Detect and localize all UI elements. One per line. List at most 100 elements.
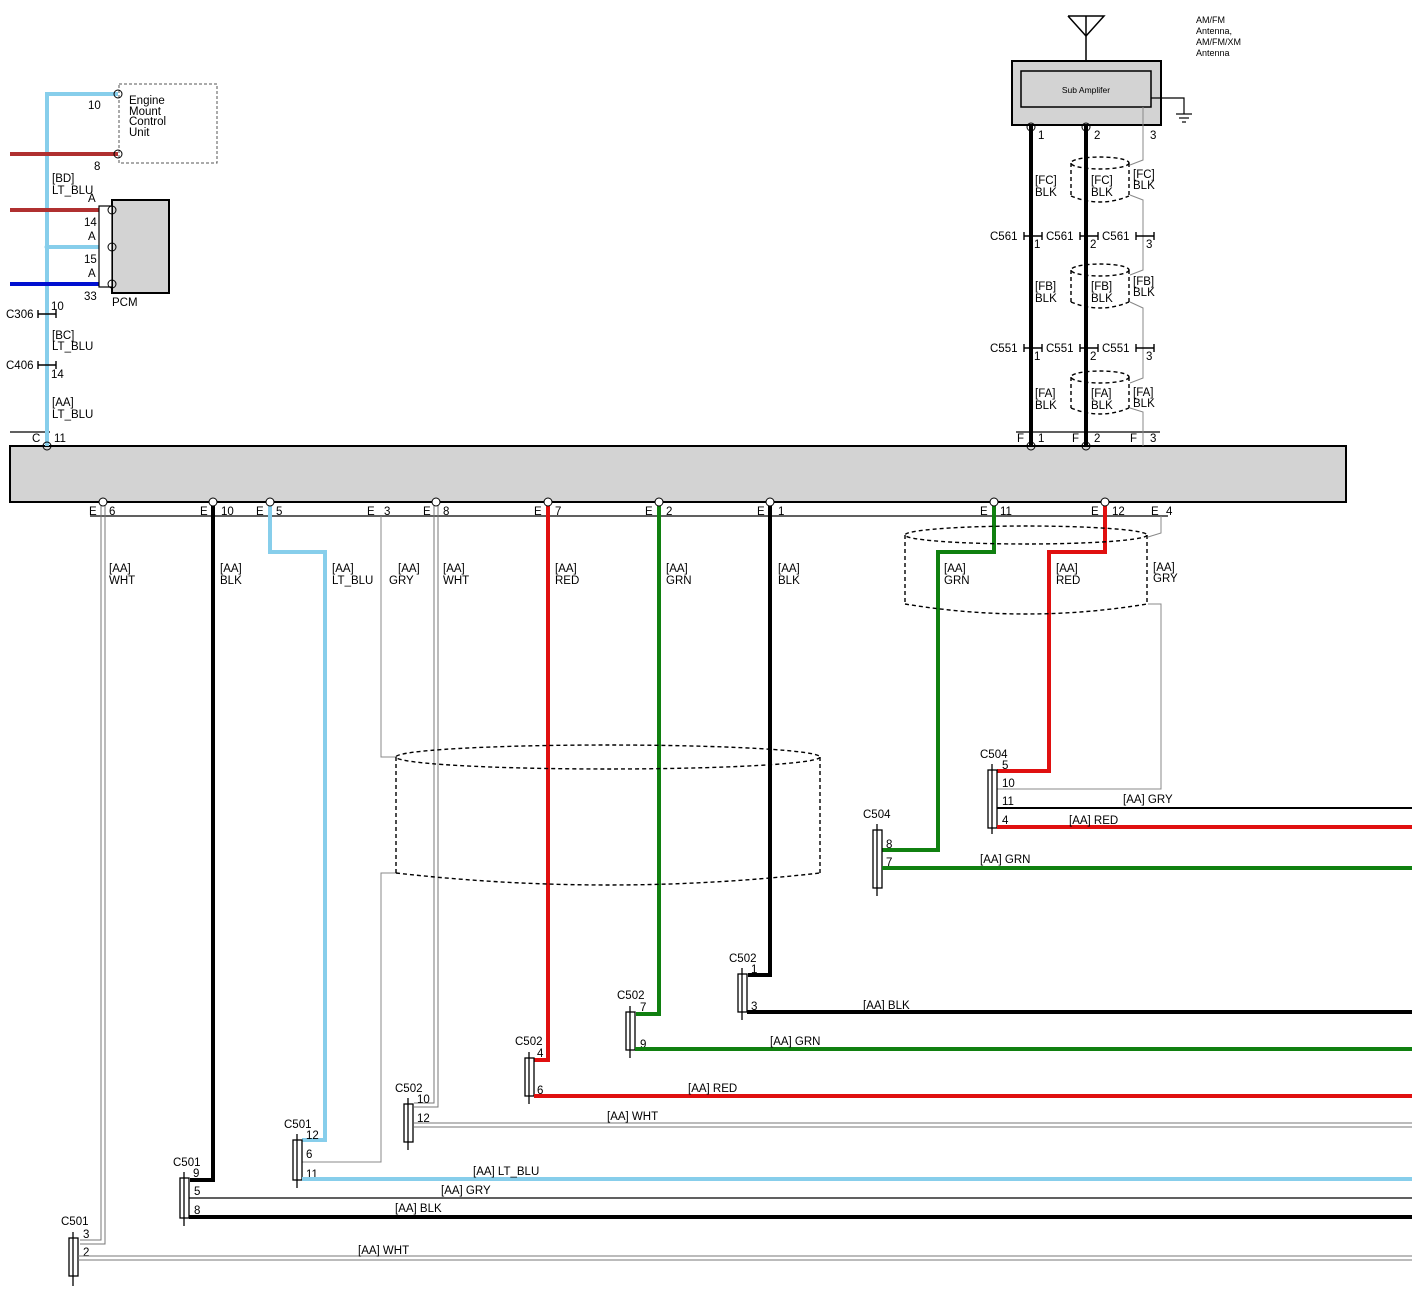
- wire-aa-gry-e4-lower: [997, 603, 1162, 790]
- bc-code: [BC]: [52, 330, 74, 342]
- drop-label-7a: [AA]: [778, 563, 800, 575]
- e-pin-2: 2: [666, 506, 672, 518]
- fb-label-2a: [FB]: [1091, 281, 1112, 293]
- wire-aa-wht-e6b: [80, 502, 106, 1245]
- e-pin-5: 5: [276, 506, 282, 518]
- c406-label: C406: [6, 360, 34, 372]
- pcm-pin-15-dot: [107, 242, 117, 252]
- c561-label-2: C561: [1046, 231, 1074, 243]
- c-pin-label: 11: [54, 433, 66, 445]
- wire-aa-blk-e1: [748, 502, 772, 977]
- f-conn-1: F: [1017, 433, 1024, 445]
- e-pin-11: 11: [1000, 506, 1012, 518]
- drop-label-2b: LT_BLU: [332, 575, 373, 587]
- c561-connectors: [1023, 232, 1155, 240]
- e-pin-4: 4: [1166, 506, 1173, 518]
- e-pin-1: 1: [778, 506, 784, 518]
- drop-label-8b: GRN: [944, 575, 970, 587]
- emcu-label-2: Mount: [129, 106, 162, 118]
- emcu-pin-8-dot: [113, 149, 123, 159]
- drop-label-6a: [AA]: [666, 563, 688, 575]
- c501-a-name: C501: [284, 1119, 312, 1131]
- sub-amplifier-label: Sub Amplifer: [1062, 85, 1110, 95]
- drop-label-6b: GRN: [666, 575, 692, 587]
- drop-label-10b: GRY: [1153, 573, 1178, 585]
- c502-c-connector: [524, 1052, 535, 1104]
- emcu-pin-8: 8: [94, 161, 100, 173]
- c502-a-pin-1: 1: [751, 964, 757, 976]
- c501-b-name: C501: [173, 1157, 201, 1169]
- out-label-red-1: [AA] RED: [1069, 815, 1118, 827]
- c502-c-name: C502: [515, 1036, 543, 1048]
- wire-shield-3b: [1129, 194, 1144, 276]
- antenna-label-1: AM/FM: [1196, 15, 1225, 25]
- c561-label-1: C561: [990, 231, 1018, 243]
- wire-aa-lt-blu-e5: [268, 502, 327, 1142]
- fa-label-3a: [FA]: [1133, 387, 1153, 399]
- aa-code-left: [AA]: [52, 397, 74, 409]
- wire-aa-gry-e3-lower: [302, 872, 396, 1163]
- out-label-red-2: [AA] RED: [688, 1083, 737, 1095]
- fa-label-2b: BLK: [1091, 400, 1113, 412]
- c501-b-pin-9: 9: [193, 1168, 199, 1180]
- splice-dot: [44, 244, 50, 250]
- drop-label-1b: BLK: [220, 575, 242, 587]
- fb-label-1b: BLK: [1035, 293, 1057, 305]
- wire-aa-gry-e4: [1147, 516, 1162, 538]
- fb-label-1a: [FB]: [1035, 281, 1056, 293]
- e-conn-5: E: [256, 506, 264, 518]
- e-conn-7: E: [534, 506, 542, 518]
- drop-label-5a: [AA]: [555, 563, 577, 575]
- pcm-pin-14: 14: [84, 217, 97, 229]
- fa-label-2a: [FA]: [1091, 388, 1111, 400]
- c561-pin-1: 1: [1034, 239, 1040, 251]
- c501-b-pin-5: 5: [194, 1186, 200, 1198]
- c551-connectors: [1023, 344, 1155, 352]
- c504-bot-connector: [872, 824, 883, 896]
- bd-color: LT_BLU: [52, 185, 93, 197]
- shield-center: [395, 744, 821, 886]
- drop-label-5b: RED: [555, 575, 579, 587]
- sub-amp-pin-1-dot: [1026, 122, 1036, 132]
- c501-a-pin-6: 6: [306, 1149, 312, 1161]
- e-conn-11: E: [980, 506, 988, 518]
- c504-top-connector: [987, 764, 998, 834]
- main-module-bar: [9, 445, 1347, 503]
- sub-amplifier-body: [1020, 70, 1152, 108]
- drop-label-1a: [AA]: [220, 563, 242, 575]
- c501-a-pin-11: 11: [306, 1169, 318, 1181]
- wire-shield-3: [1129, 107, 1144, 166]
- out-label-wht-1: [AA] WHT: [607, 1111, 658, 1123]
- c502-a-connector: [737, 968, 748, 1020]
- wire-aa-red-e7: [534, 502, 550, 1062]
- fc-label-2b: BLK: [1091, 187, 1113, 199]
- c502-d-pin-10: 10: [417, 1094, 430, 1106]
- c561-pin-3: 3: [1146, 239, 1152, 251]
- pcm-pin-33: 33: [84, 291, 97, 303]
- out-label-grn-1: [AA] GRN: [980, 854, 1030, 866]
- e-pin-8: 8: [443, 506, 449, 518]
- c504-bot-pin-7: 7: [886, 857, 892, 869]
- ground-icon: [1151, 97, 1192, 123]
- bc-color: LT_BLU: [52, 341, 93, 353]
- out-label-blk-1: [AA] BLK: [863, 1000, 910, 1012]
- fc-label-3a: [FC]: [1133, 169, 1155, 181]
- e-conn-6: E: [89, 506, 97, 518]
- wire-lt-blu-left: [45, 92, 118, 446]
- e-conn-2: E: [645, 506, 653, 518]
- drop-label-3b: GRY: [389, 575, 414, 587]
- f-conn-2: F: [1072, 433, 1079, 445]
- fa-label-3b: BLK: [1133, 398, 1155, 410]
- c551-label-3: C551: [1102, 343, 1130, 355]
- emcu-pin-10-dot: [113, 89, 123, 99]
- c501-a-connector: [292, 1134, 303, 1188]
- pcm-pin-33-dot: [107, 279, 117, 289]
- e-conn-3: E: [367, 506, 375, 518]
- c501-c-pin-2: 2: [83, 1247, 89, 1259]
- out-label-lt-blu: [AA] LT_BLU: [473, 1166, 539, 1178]
- out-label-wht-2: [AA] WHT: [358, 1245, 409, 1257]
- c502-d-name: C502: [395, 1083, 423, 1095]
- c501-a-pin-12: 12: [306, 1130, 319, 1142]
- c502-a-name: C502: [729, 953, 757, 965]
- fa-label-1a: [FA]: [1035, 388, 1055, 400]
